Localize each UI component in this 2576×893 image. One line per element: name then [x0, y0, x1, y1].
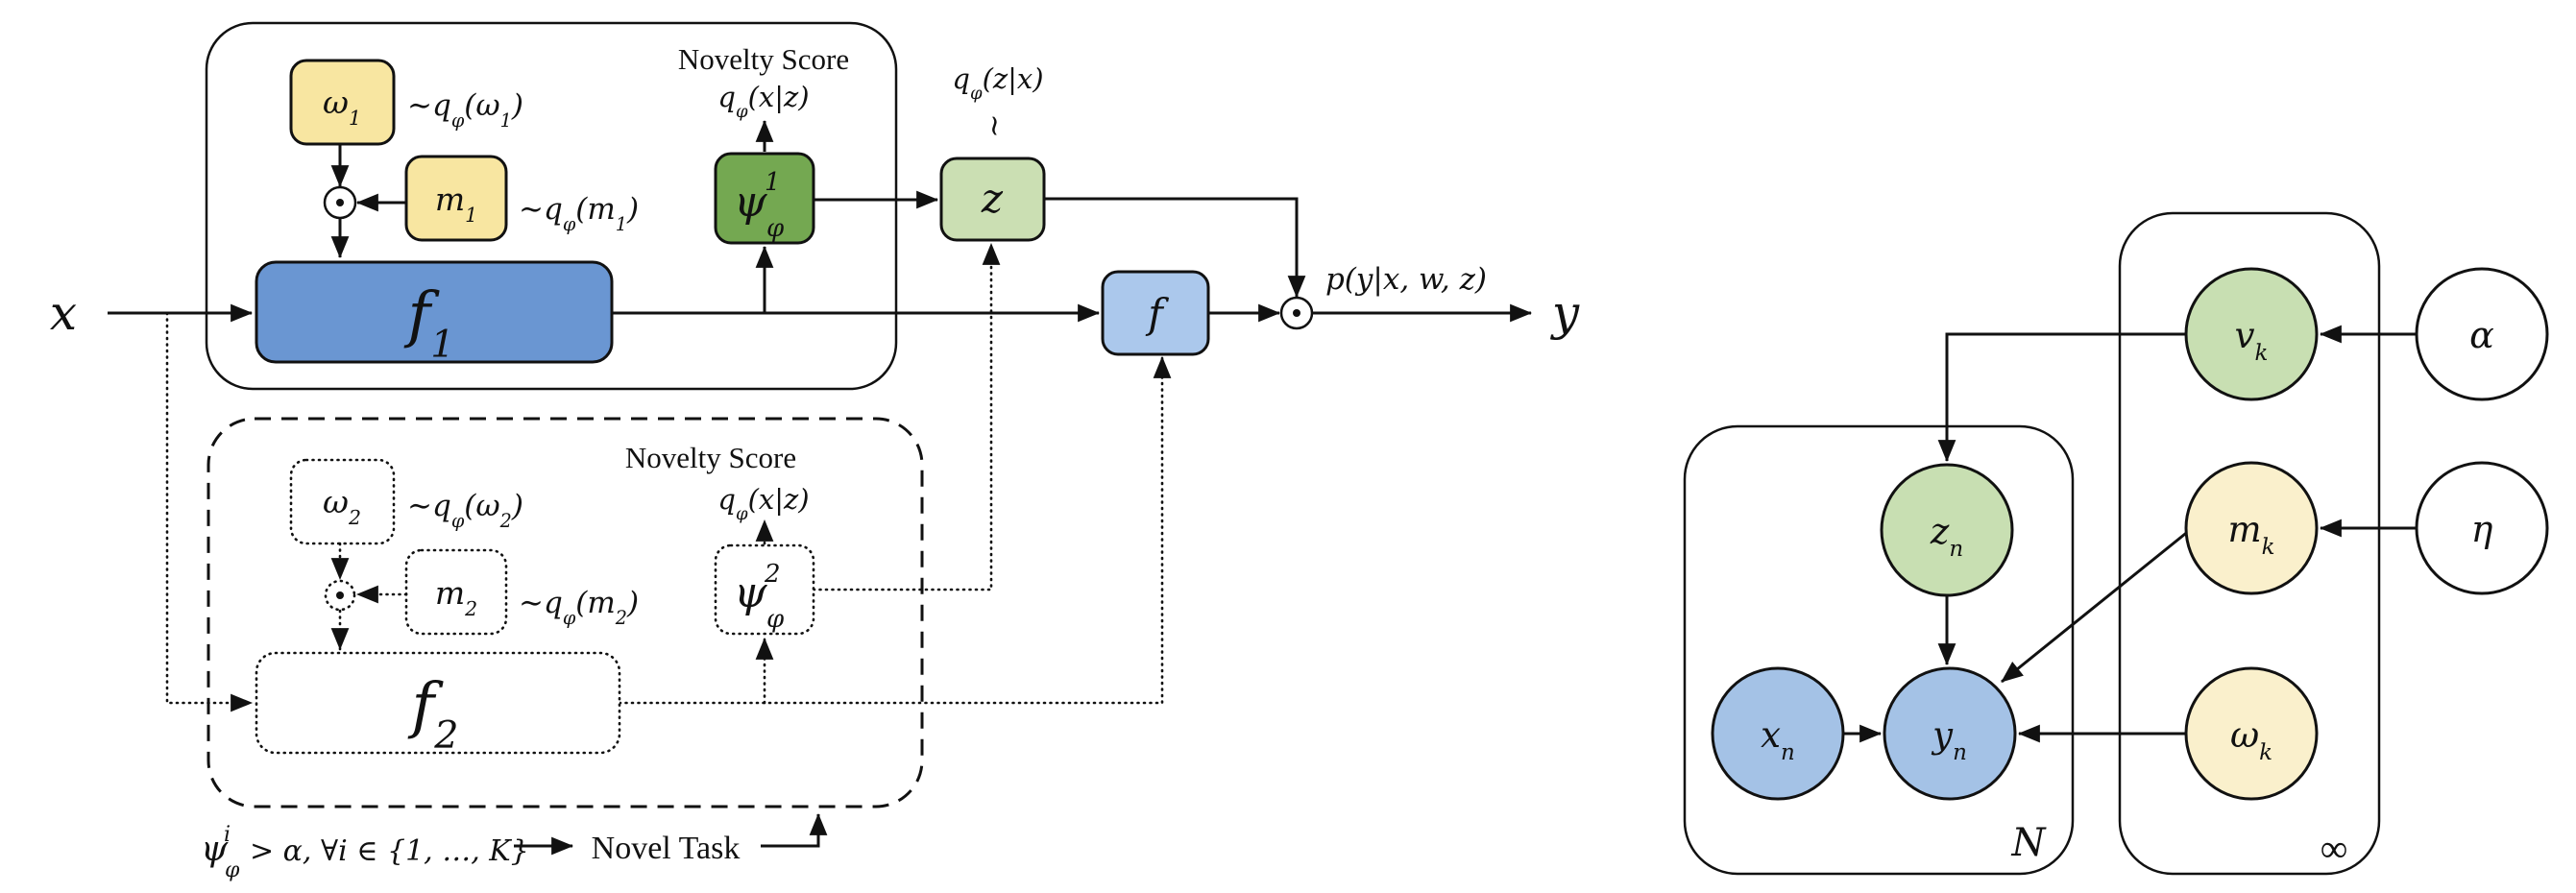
m2-box: [404, 548, 508, 636]
m2-label: m2: [435, 574, 477, 620]
omega2-box: [289, 458, 396, 545]
novelty1-title: Novelty Score: [678, 42, 849, 76]
node-omegak: [2184, 666, 2319, 801]
psi2-to-z-dotted-arrow: [812, 242, 1001, 591]
elementwise-product-1-dot: [336, 199, 344, 206]
task1-module: ω1 ∼qφ(ω1) m1 ∼qφ(m1) f1 Novelty Score q…: [205, 21, 898, 391]
f2-box: [255, 651, 621, 755]
psi2-label-base: ψ: [734, 568, 767, 617]
output-product-gate-dot: [1293, 309, 1300, 317]
input-x-label: x: [50, 285, 77, 341]
m1-label: m1: [435, 181, 477, 227]
node-alpha-label: α: [2469, 314, 2494, 356]
node-xn-label: xn: [1761, 714, 1795, 765]
omega1-dist-label: ∼qφ(ω1): [407, 88, 523, 132]
node-mk: [2184, 461, 2319, 595]
omega1-label: ω1: [323, 84, 361, 130]
node-vk-label: vk: [2235, 315, 2269, 366]
psi1-label-sup: 1: [765, 168, 781, 197]
omega2-label: ω2: [323, 483, 361, 529]
novelty-criterion: ψ i φ > α, ∀i ∈ {1, …, K} Novel Task: [201, 812, 828, 882]
node-mk-label: mk: [2228, 509, 2275, 560]
input-branch-dotted-arrow: [165, 311, 254, 712]
architecture-diagram: x ω1 ∼qφ(ω1) m1 ∼qφ(m1) f1 Novelty Score…: [50, 21, 1580, 882]
m2-dist-label: ∼qφ(m2): [519, 586, 639, 629]
task2-container: [207, 417, 924, 809]
plate-infinity-label: ∞: [2321, 827, 2348, 870]
m1-box: [404, 155, 508, 242]
novelty2-title: Novelty Score: [625, 441, 796, 474]
plate-infinity: [2118, 211, 2381, 876]
node-omegak-label: ωk: [2230, 714, 2272, 765]
task2-module: ω2 ∼qφ(ω2) m2 ∼qφ(m2) f2 Novelty Score q…: [207, 417, 924, 809]
node-alpha: [2415, 267, 2549, 401]
node-zn-label: zn: [1930, 511, 1963, 562]
criterion-psi-sup: i: [224, 823, 231, 847]
novel-task-to-module-arrow: [761, 812, 828, 848]
m1-dist-label: ∼qφ(m1): [519, 192, 639, 235]
plate-N-label: N: [2011, 821, 2048, 865]
novelty1-score-label: qφ(x|z): [717, 81, 809, 122]
predictive-dist-label: p(y|x, w, z): [1325, 262, 1487, 297]
psi2-label-sup: 2: [764, 560, 781, 589]
omega1-box: [289, 59, 396, 146]
psi2-label-sub: φ: [766, 605, 785, 634]
psi1-label-sub: φ: [766, 214, 785, 243]
node-eta: [2415, 461, 2549, 595]
z-label: z: [981, 175, 1004, 222]
criterion-psi-base: ψ: [201, 830, 229, 869]
node-eta-label: η: [2471, 508, 2493, 550]
edge-vk-to-zn: [1937, 332, 2186, 463]
node-yn: [1883, 666, 2017, 801]
plate-N: [1683, 424, 2075, 876]
psi2-box: [714, 543, 815, 636]
z-to-gate-arrow: [1044, 197, 1306, 299]
criterion-psi-sub: φ: [225, 858, 240, 882]
novelty2-score-label: qφ(x|z): [717, 483, 809, 524]
node-yn-label: yn: [1931, 714, 1967, 765]
elementwise-product-2-dot: [336, 591, 344, 599]
graphical-model: N ∞ vk α mk η zn xn yn ωk: [1683, 211, 2549, 876]
node-vk: [2184, 267, 2319, 401]
psi1-label-base: ψ: [734, 178, 767, 227]
node-zn: [1880, 463, 2014, 597]
omega2-dist-label: ∼qφ(ω2): [407, 489, 523, 532]
edge-mk-to-yn: [2001, 528, 2191, 684]
criterion-condition: > α, ∀i ∈ {1, …, K}: [250, 834, 529, 868]
novel-task-label: Novel Task: [592, 831, 741, 866]
task1-container: [205, 21, 898, 391]
f2-to-f-dotted-arrow: [618, 355, 1172, 705]
z-posterior-label: qφ(z|x): [952, 62, 1043, 104]
z-sample-tilde: ∼: [978, 113, 1011, 137]
output-y-label: y: [1550, 285, 1580, 341]
node-xn: [1711, 666, 1845, 801]
